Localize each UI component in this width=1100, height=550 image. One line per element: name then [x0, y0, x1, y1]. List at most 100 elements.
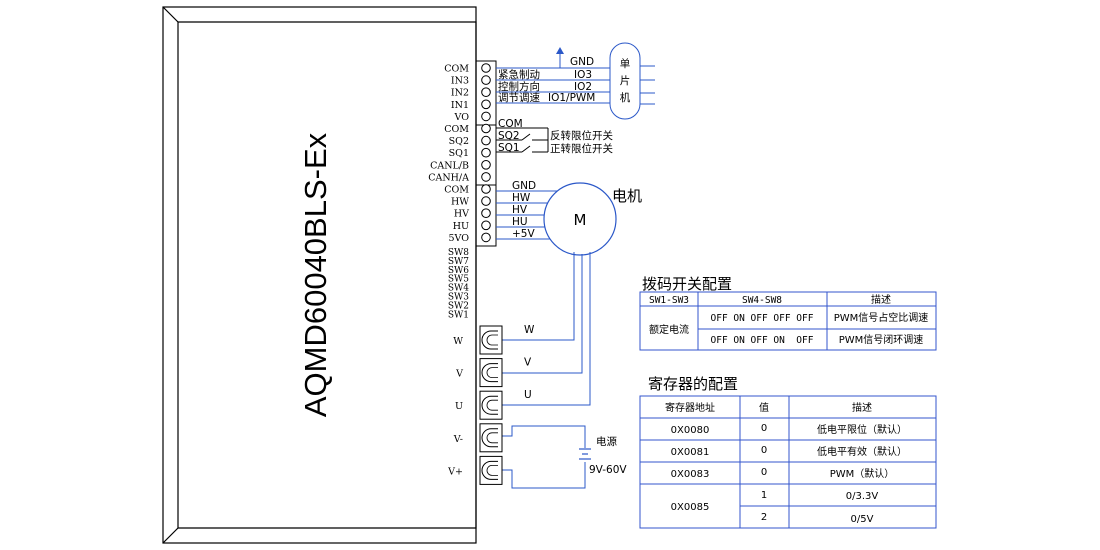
reg-header-val: 值 — [759, 401, 769, 414]
pin-label-sq2-7: SQ2 — [449, 136, 469, 147]
pin-label-sw7: SW7 — [448, 257, 469, 267]
dip-row2-switches: OFF ON OFF ON OFF — [711, 335, 814, 346]
limit-com-label: COM — [498, 118, 523, 130]
reg-row5-desc: 0/5V — [851, 514, 874, 525]
reg-row1-addr: 0X0080 — [671, 425, 710, 436]
reg-table-title: 寄存器的配置 — [648, 375, 738, 393]
limit-wires — [496, 127, 549, 153]
power-terminal-screw-2 — [481, 363, 498, 383]
dip-header-2: SW4-SW8 — [742, 295, 782, 306]
terminal-2 — [481, 75, 491, 85]
limit-sq2-label: SQ2 — [498, 130, 520, 142]
pin-label-in3-2: IN3 — [451, 76, 469, 87]
dip-row1-switches: OFF ON OFF OFF OFF — [711, 313, 814, 324]
hall-wires — [496, 190, 560, 240]
pin-label-sw6: SW6 — [448, 266, 469, 276]
terminal-12 — [481, 196, 491, 206]
power-terminal-screw-inner-2 — [486, 367, 498, 378]
mcu-io2-label: IO2 — [574, 81, 592, 93]
mcu-io3-label: IO3 — [574, 69, 592, 81]
pin-label-in1-4: IN1 — [451, 100, 469, 111]
reg-table — [639, 395, 937, 529]
dip-table-title: 拨码开关配置 — [642, 275, 732, 293]
power-label: 电源 — [596, 435, 617, 448]
power-terminal-screw-inner-1 — [486, 334, 498, 346]
reg-row2-desc: 低电平有效（默认） — [817, 445, 907, 458]
pin-label-sw4: SW4 — [448, 284, 469, 294]
terminal-14 — [481, 220, 491, 231]
power-terminal-5 — [479, 455, 503, 485]
terminal-8 — [481, 147, 491, 158]
reg-row4-desc: 0/3.3V — [846, 491, 879, 502]
hall-wire-label-hv: HV — [512, 204, 528, 216]
func-label-direction: 控制方向 — [498, 80, 540, 93]
limit-forward-label: 正转限位开关 — [550, 142, 613, 155]
pin-label-sq1-8: SQ1 — [449, 148, 469, 159]
dip-header-1: SW1-SW3 — [649, 295, 689, 306]
hall-wire-label-hw: HW — [512, 192, 531, 204]
mcu-io1-label: IO1/PWM — [548, 92, 595, 104]
pin-label-5vo-15: 5VO — [448, 233, 469, 244]
reg-row1-val: 0 — [761, 423, 767, 434]
terminal-15 — [481, 232, 491, 243]
pin-label-sw1: SW1 — [448, 310, 469, 320]
reg-header-desc: 描述 — [852, 401, 872, 414]
power-pin-label-4: V- — [453, 434, 463, 445]
phase-wire-label-u: U — [524, 389, 532, 401]
reg-row4-addr: 0X0085 — [671, 502, 710, 513]
controller-housing — [162, 6, 477, 544]
power-range: 9V-60V — [589, 464, 627, 476]
reg-row3-desc: PWM（默认） — [830, 467, 895, 480]
gnd-arrow-icon — [556, 47, 564, 54]
power-pin-label-2: V — [455, 369, 463, 380]
terminal-9 — [481, 160, 491, 170]
terminal-11 — [481, 184, 491, 194]
power-pin-label-3: U — [455, 401, 463, 412]
dip-group-label: 额定电流 — [649, 323, 689, 336]
limit-sq1-label: SQ1 — [498, 142, 520, 154]
power-terminal-screw-inner-3 — [486, 399, 498, 411]
reg-row3-addr: 0X0083 — [671, 469, 710, 480]
phase-wire-label-w: W — [524, 324, 535, 336]
dip-table — [639, 291, 937, 351]
power-terminal-screw-inner-4 — [486, 432, 498, 444]
hall-wire-label-gnd: GND — [512, 180, 536, 192]
pin-label-in2-3: IN2 — [451, 88, 469, 99]
terminal-4 — [481, 99, 491, 110]
dip-header-3: 描述 — [871, 293, 891, 306]
power-terminal-1 — [479, 325, 503, 355]
reg-row4-val: 1 — [761, 490, 767, 501]
mcu-gnd-label: GND — [570, 56, 594, 68]
dip-row1-desc: PWM信号占空比调速 — [834, 311, 929, 324]
pin-label-com-11: COM — [444, 185, 469, 196]
func-label-speed: 调节调速 — [498, 92, 540, 104]
mcu-char-2: 片 — [620, 74, 631, 87]
reg-row3-val: 0 — [761, 467, 767, 478]
controller-model-title: AQMD60040BLS-Ex — [298, 132, 333, 417]
func-label-brake: 紧急制动 — [498, 68, 540, 81]
battery-icon — [579, 448, 591, 460]
pin-label-vo-5: VO — [454, 112, 470, 123]
reg-row1-desc: 低电平限位（默认） — [817, 423, 907, 436]
reg-row2-addr: 0X0081 — [671, 447, 710, 458]
power-pin-label-1: W — [453, 336, 463, 347]
terminal-6 — [481, 123, 491, 134]
power-pin-label-5: V+ — [447, 466, 463, 477]
limit-reverse-label: 反转限位开关 — [550, 129, 613, 142]
hall-wire-label-5v: +5V — [512, 228, 535, 240]
power-terminal-3 — [479, 390, 503, 420]
pin-label-canl-b-9: CANL/B — [430, 160, 469, 171]
power-terminal-screw-4 — [481, 428, 498, 448]
dip-row2-desc: PWM信号闭环调速 — [839, 333, 924, 346]
power-terminal-screw-5 — [481, 460, 498, 480]
pin-label-sw3: SW3 — [448, 293, 469, 303]
motor-circle — [543, 182, 617, 256]
terminal-13 — [481, 208, 491, 218]
reg-row2-val: 0 — [761, 445, 767, 456]
phase-wire-label-v: V — [524, 357, 532, 369]
pin-label-sw2: SW2 — [448, 301, 469, 311]
terminal-1 — [481, 63, 491, 73]
power-terminal-4 — [479, 423, 503, 453]
phase-wires — [502, 252, 591, 489]
